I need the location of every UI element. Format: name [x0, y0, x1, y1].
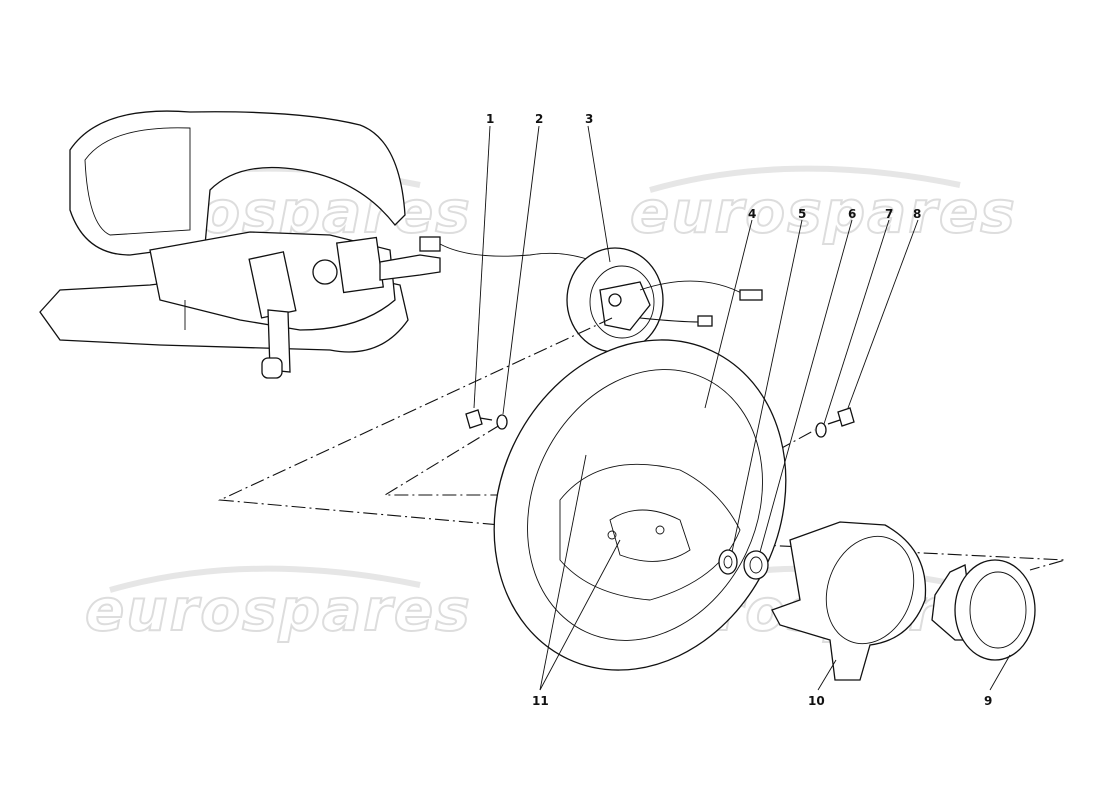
callout-labels: 1 2 3 4 5 6 7 8 9 10 11: [486, 112, 992, 708]
callout-8: 8: [913, 207, 921, 221]
watermark: eurospares: [630, 178, 1017, 246]
callout-7: 7: [885, 207, 893, 221]
callout-2: 2: [535, 112, 543, 126]
leader-lines: [473, 125, 1011, 691]
steering-wheel: [493, 339, 787, 671]
callout-9: 9: [984, 694, 992, 708]
callout-11: 11: [532, 694, 549, 708]
callout-5: 5: [798, 207, 806, 221]
steering-column-assembly: [39, 110, 441, 379]
clock-spring: [419, 236, 763, 353]
watermark: eurospares: [85, 576, 472, 644]
callout-6: 6: [848, 207, 856, 221]
callout-4: 4: [748, 207, 756, 221]
spacers: [718, 549, 769, 580]
airbag-module: [931, 559, 1036, 661]
callout-3: 3: [585, 112, 593, 126]
callout-10: 10: [808, 694, 825, 708]
callout-1: 1: [486, 112, 494, 126]
steering-shroud: [771, 521, 927, 681]
